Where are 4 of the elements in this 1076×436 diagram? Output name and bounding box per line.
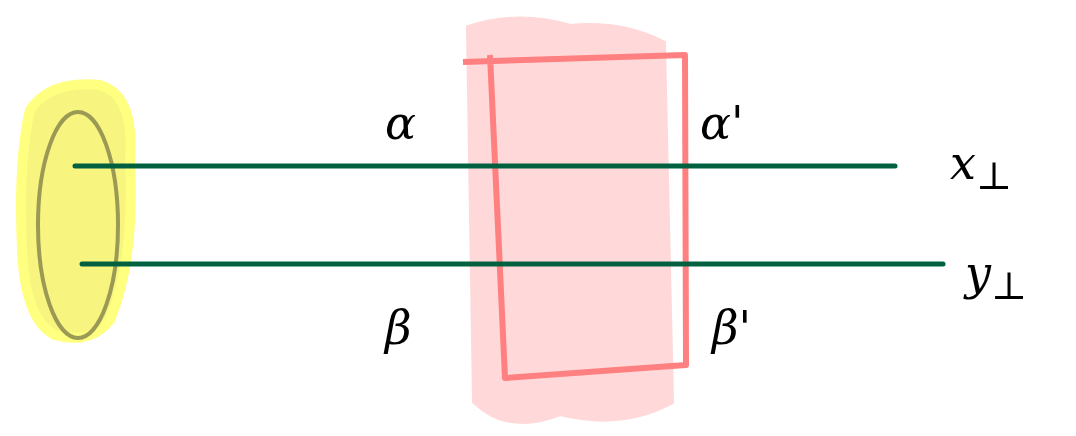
math-symbol-label: α' xyxy=(700,100,744,146)
math-symbol-label: y$_{⊥}$ xyxy=(965,250,1028,306)
math-symbol-label: α xyxy=(385,100,417,146)
math-symbol-label: x$_{⊥}$ xyxy=(950,140,1012,196)
